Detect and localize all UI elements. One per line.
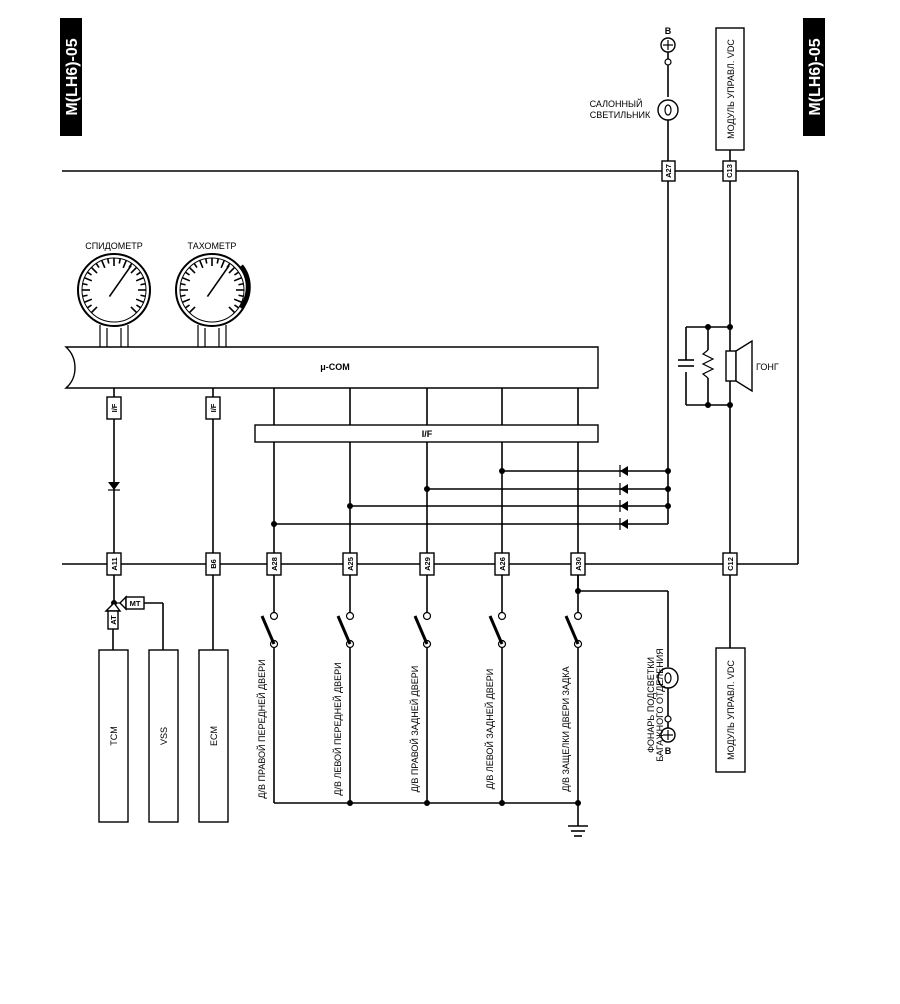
vdc-module-bottom: МОДУЛЬ УПРАВЛ. VDC	[715, 647, 746, 773]
battery-bottom-icon: B	[660, 727, 676, 756]
luggage-lamp-label-1: ФОНАРЬ ПОДСВЕТКИ	[646, 657, 656, 753]
page-tag-right: M(LH6)-05	[803, 18, 825, 136]
door-switches	[260, 575, 583, 803]
svg-text:A28: A28	[270, 557, 279, 571]
page-tag-left: M(LH6)-05	[60, 18, 82, 136]
svg-text:A27: A27	[664, 164, 673, 178]
interface-box-2: I/F	[205, 396, 221, 420]
at-selector: AT	[104, 601, 122, 630]
vss-module: VSS	[148, 649, 179, 823]
svg-text:A29: A29	[423, 557, 432, 571]
ecm-module: ECM	[198, 649, 229, 823]
switch-label-lf: Д/В ЛЕВОЙ ПЕРЕДНЕЙ ДВЕРИ	[332, 662, 343, 795]
ground-icon	[568, 825, 588, 837]
connector-a30: A30	[570, 552, 586, 576]
svg-text:M(LH6)-05: M(LH6)-05	[64, 38, 81, 115]
connector-c13: C13	[722, 160, 737, 182]
room-lamp-label-2: СВЕТИЛЬНИК	[590, 110, 651, 120]
micro-com-block: μ-COM	[64, 346, 599, 389]
svg-text:B6: B6	[209, 559, 218, 569]
svg-text:A11: A11	[110, 557, 119, 570]
tachometer-redzone	[238, 264, 251, 310]
switch-label-rr: Д/В ПРАВОЙ ЗАДНЕЙ ДВЕРИ	[409, 666, 420, 793]
svg-text:A26: A26	[498, 557, 507, 571]
chime-label: ГОНГ	[756, 362, 779, 372]
svg-text:МОДУЛЬ УПРАВЛ. VDC: МОДУЛЬ УПРАВЛ. VDC	[726, 39, 736, 139]
room-lamp-icon	[657, 99, 679, 121]
svg-text:A25: A25	[346, 557, 355, 571]
tcm-module: TCM	[98, 649, 129, 823]
luggage-lamp-label-2: БАГАЖНОГО ОТДЕЛЕНИЯ	[655, 648, 665, 761]
battery-top-icon: B	[660, 26, 676, 53]
connector-a28: A28	[266, 552, 282, 576]
connector-c12: C12	[722, 552, 738, 576]
connector-a29: A29	[419, 552, 435, 576]
svg-text:A30: A30	[574, 557, 583, 571]
ground-bus	[274, 800, 581, 826]
diode-icon	[108, 482, 120, 490]
micro-to-interface-wires	[273, 388, 579, 425]
switch-label-lr: Д/В ЛЕВОЙ ЗАДНЕЙ ДВЕРИ	[484, 669, 495, 790]
svg-text:VSS: VSS	[159, 727, 169, 745]
svg-text:M(LH6)-05: M(LH6)-05	[807, 38, 824, 115]
switch-label-rf: Д/В ПРАВОЙ ПЕРЕДНЕЙ ДВЕРИ	[256, 659, 267, 798]
luggage-lamp-branch	[575, 575, 669, 667]
gauge-leads	[99, 325, 227, 347]
connector-a11: A11	[106, 552, 122, 576]
svg-text:C13: C13	[725, 164, 734, 178]
chime-circuit	[678, 324, 753, 408]
connector-b6: B6	[205, 552, 221, 576]
svg-text:ECM: ECM	[209, 726, 219, 746]
diode-feed-lines	[271, 465, 671, 530]
svg-text:B: B	[665, 746, 672, 756]
speedometer-gauge	[77, 253, 151, 327]
svg-text:TCM: TCM	[109, 726, 119, 746]
room-lamp-label-1: САЛОННЫЙ	[590, 98, 643, 109]
connector-a25: A25	[342, 552, 358, 576]
svg-text:B: B	[665, 26, 672, 36]
connector-a26: A26	[494, 552, 510, 576]
interface-bar: I/F	[254, 424, 599, 443]
svg-text:I/F: I/F	[209, 403, 218, 412]
svg-text:МОДУЛЬ УПРАВЛ. VDC: МОДУЛЬ УПРАВЛ. VDC	[726, 660, 736, 760]
svg-text:AT: AT	[109, 615, 118, 625]
connector-a27: A27	[661, 160, 676, 182]
switch-label-rear-gate: Д/В ЗАЩЕЛКИ ДВЕРИ ЗАДКА	[561, 666, 571, 791]
vdc-module-top: МОДУЛЬ УПРАВЛ. VDC	[715, 27, 745, 151]
interface-box-1: I/F	[106, 396, 122, 420]
door-wires	[273, 442, 579, 553]
svg-text:I/F: I/F	[422, 429, 433, 439]
tachometer-gauge	[175, 253, 249, 327]
svg-text:C12: C12	[726, 557, 735, 571]
speedometer-label: СПИДОМЕТР	[85, 241, 143, 251]
svg-text:μ-COM: μ-COM	[320, 362, 350, 372]
tachometer-label: ТАХОМЕТР	[188, 241, 237, 251]
svg-text:MT: MT	[130, 599, 141, 608]
mt-selector: MT	[119, 595, 145, 611]
svg-text:I/F: I/F	[110, 403, 119, 412]
